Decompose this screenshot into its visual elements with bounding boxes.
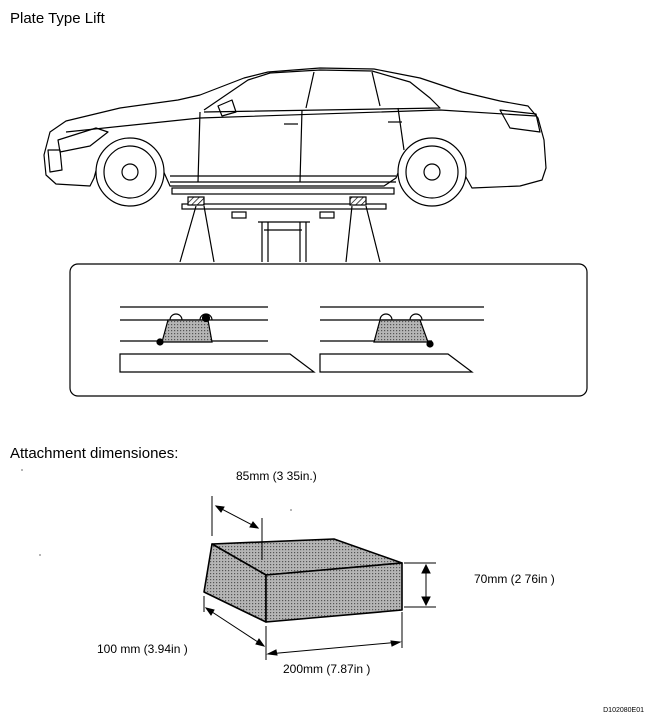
detail-left bbox=[119, 306, 316, 373]
dimension-depth-label: 200mm (7.87in ) bbox=[283, 662, 371, 676]
stray-dot bbox=[39, 554, 41, 556]
grille bbox=[47, 149, 63, 173]
lift-slot-left bbox=[231, 211, 247, 219]
car-window-line bbox=[203, 69, 441, 113]
detail-right bbox=[319, 306, 484, 373]
car-belt-line bbox=[65, 109, 537, 133]
attachment-block bbox=[203, 538, 403, 623]
car-door-lines bbox=[197, 107, 405, 183]
stray-dot bbox=[21, 469, 23, 471]
pad-block-right bbox=[373, 319, 429, 343]
detail-frame bbox=[69, 263, 588, 397]
car-illustration bbox=[43, 67, 547, 207]
contact-point bbox=[201, 313, 211, 323]
diagram-title: Plate Type Lift bbox=[10, 10, 105, 27]
contact-point bbox=[156, 338, 164, 346]
plate-lift bbox=[171, 187, 395, 263]
front-wheel bbox=[95, 137, 165, 207]
dimension-lines bbox=[203, 496, 436, 660]
lift-plate-lower bbox=[181, 203, 387, 210]
side-mirror bbox=[217, 99, 237, 117]
callout-line-right bbox=[345, 205, 381, 263]
block-side-face bbox=[265, 562, 403, 623]
lift-slot-right bbox=[319, 211, 335, 219]
car-rocker bbox=[170, 175, 396, 183]
taillight bbox=[499, 109, 541, 133]
stray-dot bbox=[290, 509, 292, 511]
pad-block-left bbox=[161, 319, 213, 343]
rear-wheel bbox=[397, 137, 467, 207]
car-window-divider bbox=[305, 71, 381, 109]
callout-line-left bbox=[179, 205, 215, 263]
lift-column bbox=[258, 221, 310, 262]
section-heading: Attachment dimensiones: bbox=[10, 445, 179, 462]
dimension-length-label: 100 mm (3.94in ) bbox=[97, 642, 188, 656]
contact-point bbox=[426, 340, 434, 348]
lift-pad-left bbox=[187, 196, 205, 206]
detail-inset bbox=[69, 263, 588, 397]
dimension-width-label: 85mm (3 35in.) bbox=[236, 469, 317, 483]
lift-pad-right bbox=[349, 196, 367, 206]
dimension-height-label: 70mm (2 76in ) bbox=[474, 572, 555, 586]
figure-code: D102080E01 bbox=[603, 707, 644, 714]
lift-plate bbox=[171, 187, 395, 195]
